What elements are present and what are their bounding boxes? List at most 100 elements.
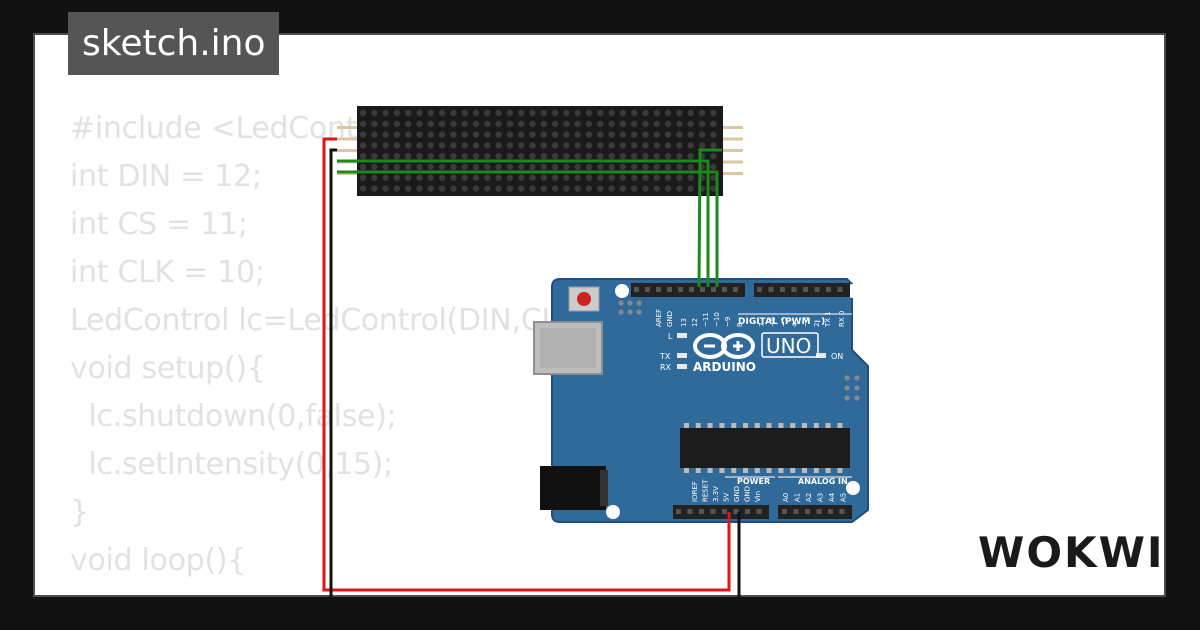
matrix-led xyxy=(585,163,593,171)
icsp-header xyxy=(618,300,642,315)
matrix-led xyxy=(359,120,367,128)
analog-pin-label: A2 xyxy=(805,493,813,502)
header-hole xyxy=(793,509,799,514)
matrix-led xyxy=(472,185,480,192)
matrix-led xyxy=(371,185,378,192)
top-pin-label: ~9 xyxy=(724,317,732,327)
matrix-led xyxy=(461,174,468,181)
icsp-pin xyxy=(854,385,860,391)
matrix-led xyxy=(608,174,615,181)
analog-label: ANALOG IN xyxy=(798,477,848,486)
matrix-led xyxy=(619,109,627,117)
matrix-led xyxy=(619,174,627,181)
matrix-led xyxy=(574,174,581,181)
matrix-led xyxy=(484,163,491,171)
file-tab[interactable]: sketch.ino xyxy=(68,12,280,75)
header-hole xyxy=(710,509,716,514)
matrix-led xyxy=(631,153,638,160)
matrix-led xyxy=(461,185,468,192)
matrix-led xyxy=(540,163,547,171)
matrix-led xyxy=(518,153,525,160)
matrix-led xyxy=(653,131,660,138)
matrix-led xyxy=(710,185,717,192)
matrix-led xyxy=(506,153,514,160)
matrix-led xyxy=(563,109,570,117)
matrix-led xyxy=(687,185,694,192)
matrix-led xyxy=(518,142,525,149)
matrix-led xyxy=(495,163,502,171)
matrix-pin xyxy=(723,137,743,141)
wire-red-vcc[interactable] xyxy=(322,137,731,592)
matrix-led xyxy=(574,142,581,149)
wire-black-gnd[interactable] xyxy=(329,148,337,597)
matrix-led xyxy=(393,153,401,160)
matrix-led xyxy=(472,120,480,128)
wire-green-cs[interactable] xyxy=(697,148,722,288)
matrix-led xyxy=(518,109,525,117)
wires xyxy=(322,137,741,597)
top-pin-label: ~6 xyxy=(769,316,777,327)
matrix-led xyxy=(529,142,536,149)
matrix-led xyxy=(450,120,457,128)
matrix-led xyxy=(371,153,378,160)
chip-leg xyxy=(743,468,748,473)
led-matrix[interactable] xyxy=(337,106,743,196)
matrix-led xyxy=(631,174,638,181)
power-pin-label: RESET xyxy=(702,479,710,502)
icsp-pin xyxy=(854,375,860,381)
header-hole xyxy=(733,509,739,514)
matrix-led xyxy=(619,131,627,138)
matrix-led xyxy=(698,142,706,149)
matrix-led xyxy=(608,163,615,171)
matrix-led xyxy=(382,131,389,138)
icsp-pin xyxy=(618,300,624,306)
matrix-pin xyxy=(337,137,357,141)
matrix-led xyxy=(484,185,491,192)
led-rx xyxy=(677,364,687,369)
matrix-led xyxy=(506,109,514,117)
matrix-led xyxy=(574,163,581,171)
matrix-led xyxy=(461,163,468,171)
matrix-led xyxy=(608,120,615,128)
matrix-led xyxy=(653,185,660,192)
matrix-led xyxy=(359,163,367,171)
matrix-led xyxy=(450,185,457,192)
matrix-led xyxy=(540,120,547,128)
matrix-led xyxy=(472,142,480,149)
uno-label: UNO xyxy=(766,334,811,358)
top-pin-label: 2 xyxy=(813,323,821,327)
top-pin-label: 8 xyxy=(736,323,744,327)
matrix-led xyxy=(608,131,615,138)
matrix-led xyxy=(438,142,446,149)
header-hole xyxy=(678,287,683,292)
matrix-led xyxy=(619,153,627,160)
matrix-led xyxy=(642,109,649,117)
matrix-led xyxy=(574,120,581,128)
wire-green-din[interactable] xyxy=(337,159,710,287)
matrix-led xyxy=(608,153,615,160)
matrix-led xyxy=(506,131,514,138)
chip-leg xyxy=(778,423,784,428)
matrix-led xyxy=(597,131,604,138)
digital-header-holes xyxy=(634,287,843,292)
matrix-led xyxy=(359,185,367,192)
icsp-pin xyxy=(844,395,850,401)
matrix-led xyxy=(551,174,559,181)
matrix-led xyxy=(472,131,480,138)
matrix-led xyxy=(506,120,514,128)
matrix-led xyxy=(405,163,412,171)
matrix-led xyxy=(529,185,536,192)
matrix-led xyxy=(438,163,446,171)
matrix-led xyxy=(405,109,412,117)
matrix-led xyxy=(676,131,683,138)
matrix-led xyxy=(540,109,547,117)
header-hole xyxy=(756,509,762,514)
matrix-led xyxy=(642,120,649,128)
header-hole xyxy=(826,287,831,292)
header-hole xyxy=(837,287,843,292)
chip-leg xyxy=(743,423,748,428)
header-hole xyxy=(634,287,639,292)
wire-green-clk[interactable] xyxy=(337,170,719,287)
